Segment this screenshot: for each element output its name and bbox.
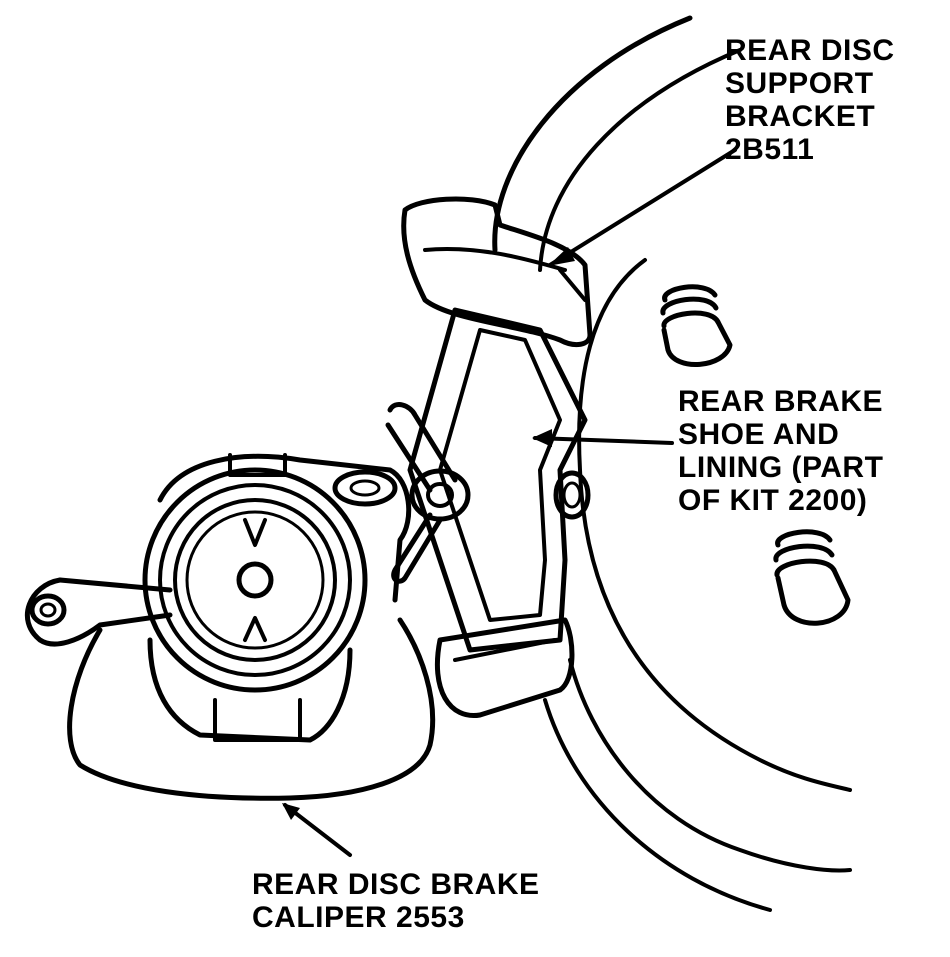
- support-bracket-shape: [404, 199, 590, 345]
- wheel-stud-upper: [663, 287, 730, 365]
- arrow-caliper: [282, 803, 300, 820]
- leader-shoe: [535, 438, 672, 443]
- callout-line: 2B511: [725, 133, 895, 166]
- callout-line: OF KIT 2200): [678, 484, 883, 517]
- callout-line: REAR DISC: [725, 34, 895, 67]
- arrow-shoe: [532, 429, 552, 447]
- callout-caliper: REAR DISC BRAKE CALIPER 2553: [252, 868, 540, 934]
- callout-line: REAR DISC BRAKE: [252, 868, 540, 901]
- callout-line: LINING (PART: [678, 451, 883, 484]
- callout-line: CALIPER 2553: [252, 901, 540, 934]
- callout-line: REAR BRAKE: [678, 385, 883, 418]
- callout-brake-shoe: REAR BRAKE SHOE AND LINING (PART OF KIT …: [678, 385, 883, 517]
- brake-shoe-shape: [410, 310, 588, 716]
- wheel-stud-lower: [776, 532, 848, 623]
- callout-line: SHOE AND: [678, 418, 883, 451]
- callout-line: SUPPORT: [725, 67, 895, 100]
- callout-support-bracket: REAR DISC SUPPORT BRACKET 2B511: [725, 34, 895, 166]
- callout-line: BRACKET: [725, 100, 895, 133]
- caliper-shape: [70, 455, 433, 798]
